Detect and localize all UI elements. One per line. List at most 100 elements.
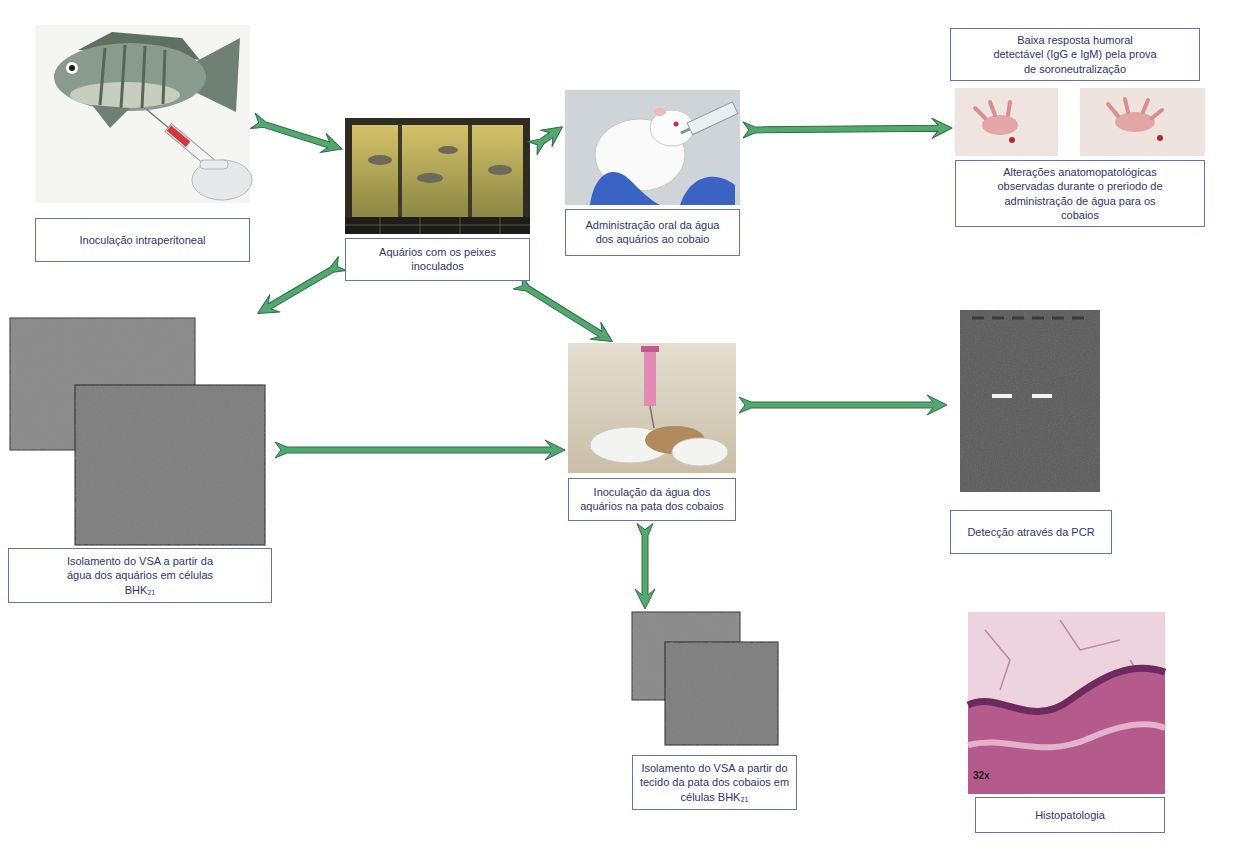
cell-culture-images <box>10 318 265 545</box>
caption-text: Aquários com os peixes inoculados <box>374 245 501 274</box>
lesion <box>1009 137 1015 143</box>
caption-text: Administração oral da água dos aquários … <box>576 218 729 247</box>
caption-box: Inoculação intraperitoneal <box>35 218 250 262</box>
caption-box: Isolamento do VSA a partir da água dos a… <box>8 548 272 603</box>
shelf <box>345 217 530 234</box>
glove-finger <box>200 160 228 169</box>
caption-text: Detecção através da PCR <box>959 525 1103 539</box>
paw-inoculation-photo <box>568 343 736 473</box>
blue-glove <box>590 172 660 205</box>
paw <box>982 115 1018 135</box>
syringe <box>678 102 738 139</box>
gel <box>960 310 1100 492</box>
cell-texture <box>75 385 265 545</box>
paw-photos <box>955 88 1205 156</box>
flow-arrow <box>253 255 348 322</box>
step-node: Administração oral da água dos aquários … <box>565 90 740 256</box>
tank-dividers <box>400 125 470 217</box>
caption-text: Baixa resposta humoral detectável (IgG e… <box>991 33 1159 76</box>
gloved-hand <box>672 438 728 466</box>
cell-culture-images <box>632 612 778 745</box>
step-node: Detecção através da PCR <box>950 310 1112 554</box>
fish <box>368 155 392 165</box>
fish-fin <box>92 105 130 128</box>
pcr-gel <box>960 310 1100 492</box>
syringe-tip <box>681 129 690 133</box>
paw <box>1115 112 1155 132</box>
step-node: Baixa resposta humoral detectável (IgG e… <box>950 28 1200 81</box>
paw-photo <box>955 88 1058 156</box>
flow-arrow <box>512 274 618 350</box>
ear <box>654 108 666 116</box>
photo-ground <box>565 90 740 205</box>
paw-photo <box>1080 88 1205 156</box>
caption-text: Histopatologia <box>984 808 1156 822</box>
caption-text: Alterações anatomopatológicas observadas… <box>990 165 1170 222</box>
guinea-pig-head <box>650 110 694 146</box>
toes <box>1108 99 1162 118</box>
gel-band <box>992 394 1012 398</box>
caption-box: Alterações anatomopatológicas observadas… <box>955 160 1205 227</box>
flow-arrow <box>275 440 565 460</box>
syringe-barrel <box>644 346 656 406</box>
gel-texture <box>960 310 1100 492</box>
flow-arrow <box>527 119 569 157</box>
step-node: Aquários com os peixes inoculados <box>345 118 530 281</box>
caption-box: Inoculação da água dos aquários na pata … <box>568 478 736 521</box>
photo-ground <box>568 343 736 473</box>
caption-box: Administração oral da água dos aquários … <box>565 209 740 256</box>
epidermis <box>968 668 1165 794</box>
syringe-fluid <box>167 125 191 146</box>
gloved-hand <box>192 160 252 200</box>
basal-layer <box>968 668 1165 711</box>
flow-arrow <box>739 395 947 415</box>
fish <box>417 173 443 183</box>
caption-box: Aquários com os peixes inoculados <box>345 238 530 281</box>
caption-text: Isolamento do VSA a partir do tecido da … <box>638 761 791 804</box>
magnification-label: 32x <box>973 770 990 781</box>
fish-body <box>54 43 206 111</box>
caption-text: Inoculação da água dos aquários na pata … <box>575 485 729 514</box>
shelf-grid <box>345 217 530 234</box>
step-node: Isolamento do VSA a partir da água dos a… <box>8 315 272 603</box>
fish-pupil <box>69 65 75 71</box>
step-node: Inoculação intraperitoneal <box>35 25 250 262</box>
step-node: Alterações anatomopatológicas observadas… <box>955 88 1205 227</box>
aquarium-frame <box>345 118 530 234</box>
oral-dose-photo <box>565 90 740 205</box>
tissue-ground <box>968 612 1165 794</box>
step-node: Histopatologia <box>975 612 1165 833</box>
needle <box>650 406 654 428</box>
cell-texture <box>665 642 778 745</box>
eye <box>674 122 679 127</box>
gel-wells <box>972 317 1084 320</box>
caption-box: Histopatologia <box>975 797 1165 833</box>
lesion <box>1157 135 1163 141</box>
histology-image <box>968 612 1165 794</box>
flow-arrow <box>635 524 655 609</box>
caption-box: Isolamento do VSA a partir do tecido da … <box>632 755 797 810</box>
toes <box>975 102 1010 118</box>
fish-photo <box>35 25 252 203</box>
caption-text: Inoculação intraperitoneal <box>44 233 241 247</box>
blue-glove <box>680 177 735 205</box>
needle <box>147 110 168 128</box>
fish-eye <box>66 62 78 74</box>
flow-arrow <box>250 111 345 158</box>
syringe-plunger <box>641 346 659 352</box>
fish <box>438 146 458 154</box>
caption-box: Baixa resposta humoral detectável (IgG e… <box>950 28 1200 81</box>
fish-stripes <box>100 45 165 108</box>
aquarium-water <box>352 125 523 217</box>
tissue-layer <box>968 724 1165 747</box>
syringe-barrel <box>687 102 738 135</box>
flow-arrow <box>743 118 952 140</box>
cell-image <box>665 642 778 745</box>
caption-text: Isolamento do VSA a partir da água dos a… <box>55 554 225 597</box>
cell-image <box>75 385 265 545</box>
step-node: Isolamento do VSA a partir do tecido da … <box>632 612 797 810</box>
